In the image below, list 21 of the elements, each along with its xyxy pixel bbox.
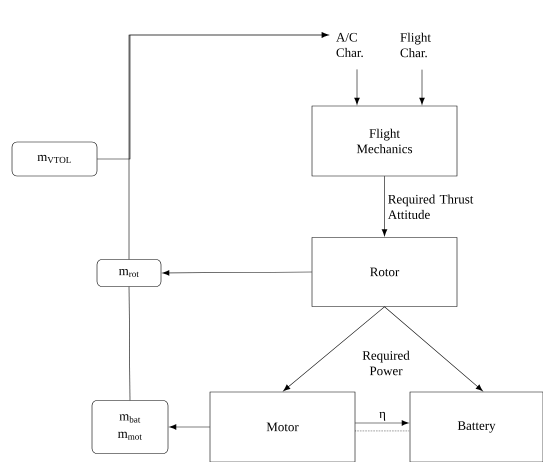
arrow: [419, 69, 425, 105]
process-box: Motor: [210, 392, 356, 462]
input-label: A/C Char.: [336, 32, 363, 58]
arrow: [355, 420, 409, 426]
arrow: [382, 176, 388, 236]
arrow: [354, 69, 360, 105]
process-box: Battery: [410, 392, 543, 462]
process-box: Flight Mechanics: [312, 106, 458, 176]
mass-box: m$_{VTOL}$: [12, 142, 98, 176]
mass-box: m$_{rot}$: [96, 259, 162, 287]
arrow: [169, 424, 210, 430]
edge-label: η: [379, 412, 386, 421]
arrow: [162, 270, 312, 276]
mass-box: m$_{bat}$ m$_{mot}$: [92, 400, 168, 454]
arrow: [384, 306, 483, 392]
annotation: Required Power: [362, 350, 410, 376]
input-label: Flight Char.: [400, 32, 431, 58]
edge-label: Required Thrust Attitude: [388, 194, 474, 220]
process-box: Rotor: [312, 237, 458, 307]
arrow: [97, 32, 329, 160]
arrow: [283, 306, 385, 392]
